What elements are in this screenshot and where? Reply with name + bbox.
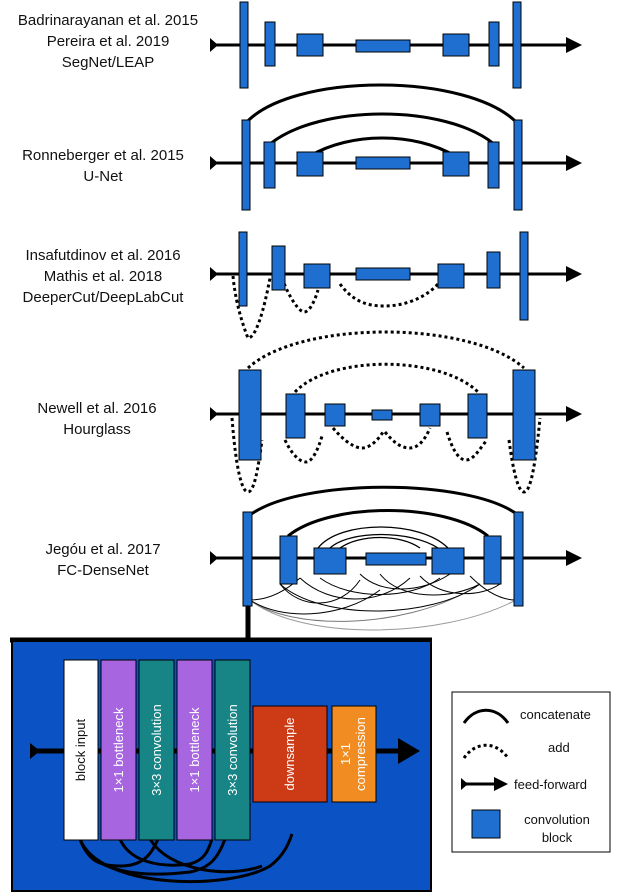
layer-label: 1×1 xyxy=(338,743,353,765)
layer-downsample: downsample xyxy=(252,705,328,803)
convolution-blocks xyxy=(239,1,522,89)
concatenate-skip-arcs xyxy=(249,485,519,538)
arch-label-line: Hourglass xyxy=(63,421,131,438)
arch-label-line: Jegóu et al. 2017 xyxy=(45,541,160,558)
legend-feed-forward: feed-forward xyxy=(461,777,587,792)
legend-add: add xyxy=(462,740,570,759)
layer-label: compression xyxy=(353,717,368,791)
legend: concatenate add feed-forward convolution… xyxy=(451,691,611,853)
add-skip-arcs xyxy=(231,275,440,340)
arch-label-line: U-Net xyxy=(83,168,123,185)
layer-label: 3×3 convolution xyxy=(149,704,164,795)
layer-bottleneck: 1×1 bottleneck xyxy=(100,659,137,841)
arch-label-line: Pereira et al. 2019 xyxy=(47,33,170,50)
layer-block-input: block input xyxy=(63,659,99,841)
deeplabcut-row: Insafutdinov et al. 2016 Mathis et al. 2… xyxy=(23,231,582,340)
concatenate-skip-arcs xyxy=(243,83,520,158)
dense-block-concatenate-arcs xyxy=(78,833,294,883)
legend-label: concatenate xyxy=(520,707,591,722)
layer-label: downsample xyxy=(282,718,297,791)
arch-label-line: FC-DenseNet xyxy=(57,562,150,579)
layer-label: 1×1 bottleneck xyxy=(111,707,126,792)
dense-connection-arcs-top xyxy=(317,526,449,549)
layer-label: block input xyxy=(73,719,88,782)
convolution-blocks xyxy=(238,231,529,321)
hourglass-row: Newell et al. 2016 Hourglass xyxy=(37,330,582,494)
arch-label-line: Newell et al. 2016 xyxy=(37,400,156,417)
unet-row: Ronneberger et al. 2015 U-Net xyxy=(22,83,582,211)
legend-concatenate: concatenate xyxy=(462,707,591,724)
layer-label: 1×1 bottleneck xyxy=(187,707,202,792)
layer-compression: 1×1 compression xyxy=(331,705,377,803)
layer-convolution: 3×3 convolution xyxy=(138,659,175,841)
segnet-row: Badrinarayanan et al. 2015 Pereira et al… xyxy=(18,1,582,89)
convolution-blocks xyxy=(238,369,536,461)
layer-bottleneck: 1×1 bottleneck xyxy=(176,659,213,841)
convolution-blocks xyxy=(241,119,523,211)
arch-label-line: DeeperCut/DeepLabCut xyxy=(23,289,185,306)
layer-convolution: 3×3 convolution xyxy=(214,659,251,841)
legend-label: block xyxy=(542,830,573,845)
arch-label-line: Insafutdinov et al. 2016 xyxy=(25,247,180,264)
layer-label: 3×3 convolution xyxy=(225,704,240,795)
legend-label: add xyxy=(548,740,570,755)
arch-label-line: Badrinarayanan et al. 2015 xyxy=(18,12,198,29)
arch-label-line: Mathis et al. 2018 xyxy=(44,268,162,285)
add-skip-arcs xyxy=(230,330,542,494)
legend-label: feed-forward xyxy=(514,777,587,792)
arch-label-line: SegNet/LEAP xyxy=(62,54,155,71)
legend-label: convolution xyxy=(524,812,590,827)
convolution-blocks xyxy=(242,511,524,607)
legend-convolution-block: convolution block xyxy=(471,809,590,845)
fc-densenet-row: Jegóu et al. 2017 FC-DenseNet xyxy=(45,485,582,631)
dense-block-detail: block input 1×1 bottleneck 3×3 convoluti… xyxy=(10,606,432,892)
arch-label-line: Ronneberger et al. 2015 xyxy=(22,147,184,164)
